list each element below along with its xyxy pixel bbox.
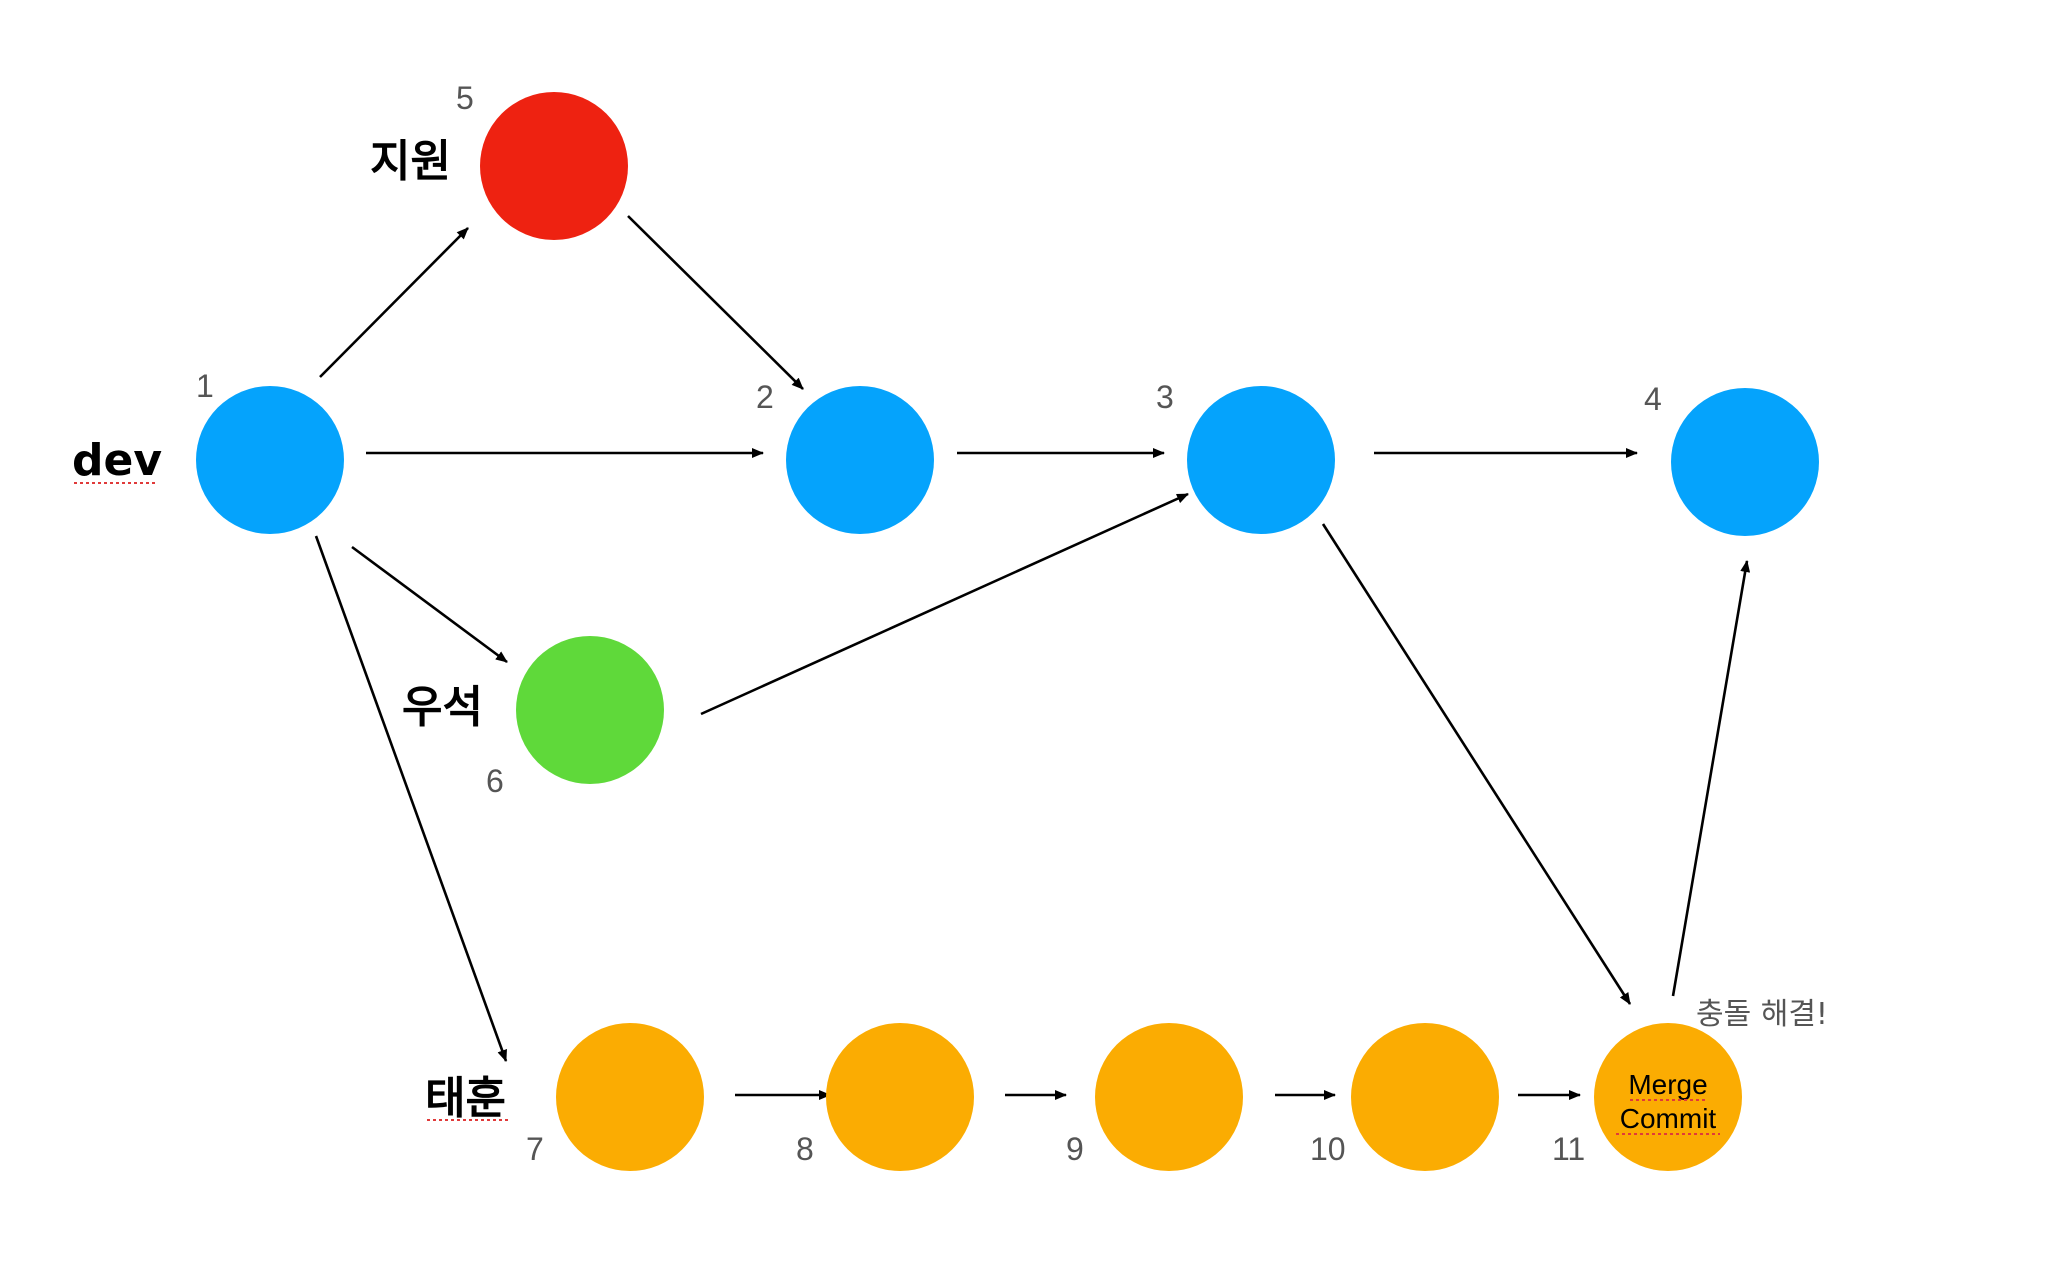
commit-number-5: 5 [456, 80, 474, 116]
nodes-group [196, 92, 1819, 1171]
commit-number-9: 9 [1066, 1131, 1084, 1167]
arrow-11-to-4 [1671, 560, 1751, 997]
arrow-1-to-5 [319, 227, 469, 378]
commit-number-7: 7 [526, 1131, 544, 1167]
conflict-resolved-note: 충돌 해결! [1696, 997, 1828, 1032]
commit-node-9 [1095, 1023, 1243, 1171]
merge-commit-line2: Commit [1620, 1103, 1717, 1134]
commit-node-8 [826, 1023, 974, 1171]
commit-node-1 [196, 386, 344, 534]
arrow-6-to-3 [700, 492, 1189, 716]
merge-commit-line1: Merge [1628, 1069, 1707, 1100]
commit-number-8: 8 [796, 1131, 814, 1167]
branch-label-jiwon: 지원 [370, 136, 451, 187]
commit-node-6 [516, 636, 664, 784]
edges-group [314, 215, 1751, 1100]
branch-label-taehoon: 태훈 [425, 1073, 506, 1124]
commit-node-7 [556, 1023, 704, 1171]
branch-label-dev: dev [72, 435, 162, 486]
merge-commit-label: Merge Commit [1616, 1069, 1720, 1135]
arrow-1-to-7 [314, 535, 508, 1062]
commit-node-3 [1187, 386, 1335, 534]
commit-number-3: 3 [1156, 379, 1174, 415]
commit-number-4: 4 [1644, 381, 1662, 417]
commit-node-4 [1671, 388, 1819, 536]
commit-node-2 [786, 386, 934, 534]
commit-number-1: 1 [196, 368, 214, 404]
commit-node-5 [480, 92, 628, 240]
commit-number-6: 6 [486, 763, 504, 799]
commit-node-10 [1351, 1023, 1499, 1171]
commit-number-11: 11 [1552, 1131, 1585, 1167]
arrow-3-to-11 [1321, 523, 1632, 1005]
arrow-1-to-6 [351, 545, 508, 664]
branch-label-wooseok: 우석 [402, 682, 483, 733]
arrow-5-to-2 [627, 215, 804, 390]
commit-number-2: 2 [756, 379, 774, 415]
commit-number-10: 10 [1310, 1131, 1346, 1167]
